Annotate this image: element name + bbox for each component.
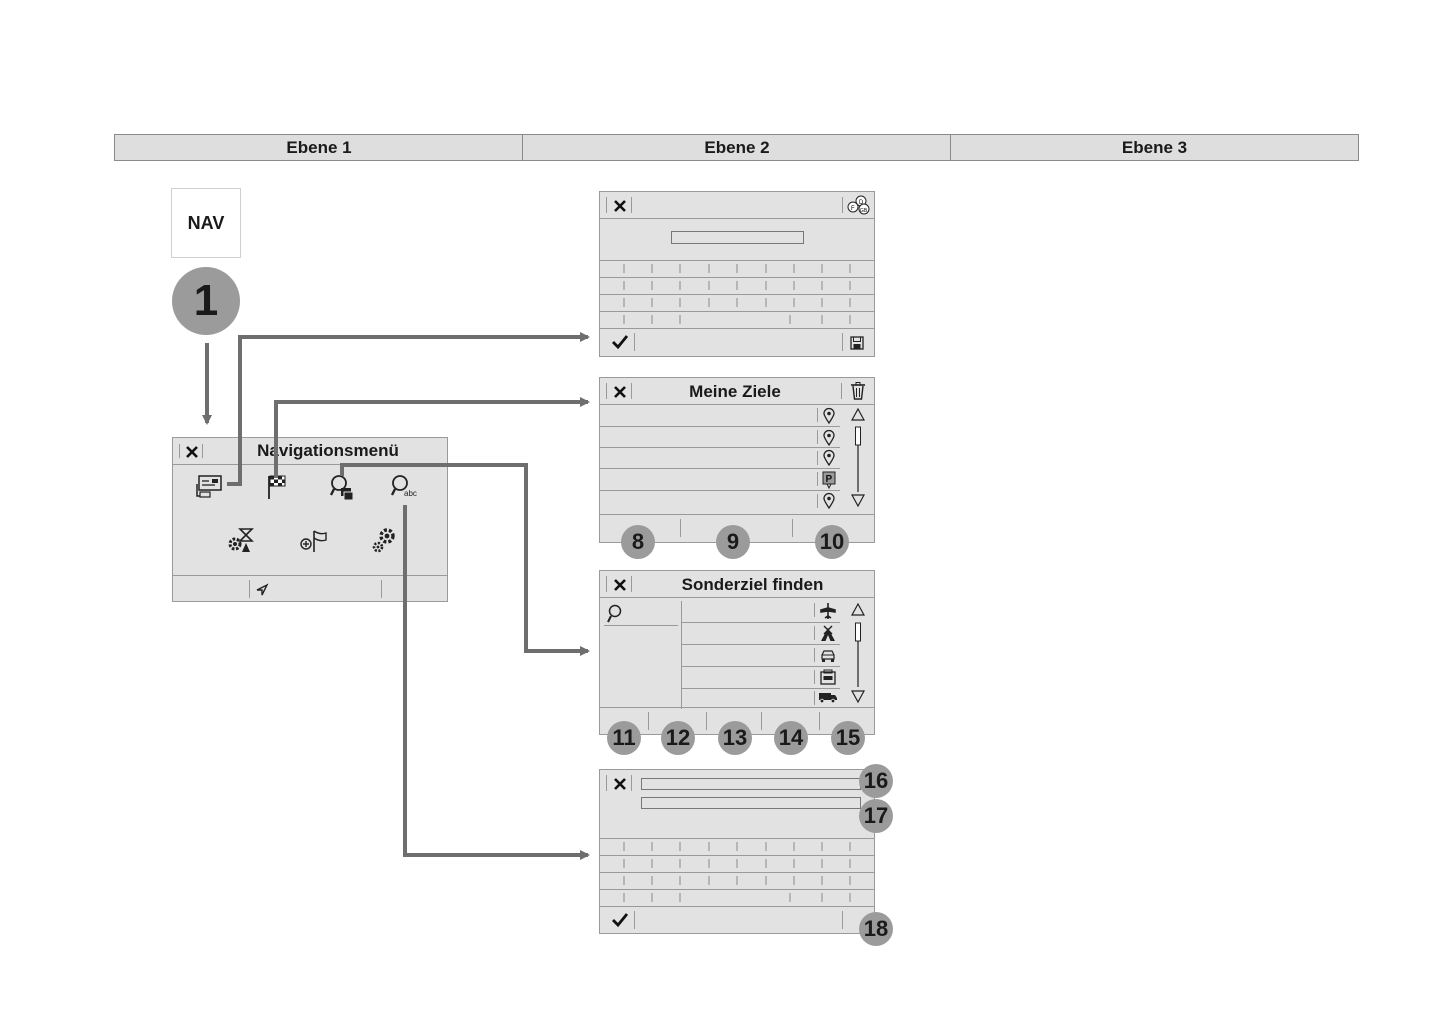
text-search-icon[interactable]: abc <box>390 474 419 500</box>
hotel-icon[interactable] <box>819 669 837 685</box>
close-icon[interactable] <box>186 446 198 458</box>
badge-13: 13 <box>718 721 752 755</box>
step-badge-1: 1 <box>172 267 240 335</box>
svg-text:P: P <box>826 474 833 485</box>
scrollbar[interactable] <box>850 407 866 510</box>
search-result-field[interactable] <box>641 797 861 809</box>
close-icon[interactable] <box>614 386 626 398</box>
badge-9: 9 <box>716 525 750 559</box>
poi-search-icon[interactable] <box>329 474 356 502</box>
address-input-field[interactable] <box>671 231 804 244</box>
poi-search-title: Sonderziel finden <box>681 575 824 594</box>
location-pin-icon[interactable] <box>823 492 835 510</box>
svg-text:F: F <box>851 206 855 212</box>
trash-icon[interactable] <box>850 382 866 400</box>
badge-11: 11 <box>607 721 641 755</box>
poi-search-screen: Sonderziel finden <box>599 570 875 735</box>
arrow-my-destinations <box>274 397 590 478</box>
svg-text:GB: GB <box>860 208 868 214</box>
waypoint-flag-icon[interactable] <box>300 528 330 554</box>
badge-15: 15 <box>831 721 865 755</box>
parking-icon[interactable]: P <box>822 471 836 490</box>
location-pin-icon[interactable] <box>823 407 835 425</box>
truck-icon[interactable] <box>818 691 838 704</box>
close-icon[interactable] <box>614 778 626 790</box>
arrow-text-search <box>403 505 590 860</box>
text-search-screen <box>599 769 875 934</box>
svg-text:abc: abc <box>404 489 417 498</box>
nav-button[interactable]: NAV <box>171 188 241 258</box>
arrow-poi-search <box>340 463 590 656</box>
location-pin-icon[interactable] <box>823 429 835 447</box>
keyboard-keys[interactable] <box>600 770 874 934</box>
car-icon[interactable] <box>819 649 837 663</box>
badge-10: 10 <box>815 525 849 559</box>
my-destinations-screen: Meine Ziele P <box>599 377 875 543</box>
airport-icon[interactable] <box>819 602 837 620</box>
map-direction-icon[interactable] <box>256 583 269 596</box>
close-icon[interactable] <box>614 200 626 212</box>
keyboard-keys[interactable] <box>600 192 874 356</box>
column-header-level-3: Ebene 3 <box>950 134 1359 161</box>
language-selector-icon[interactable]: FD GB <box>846 195 872 215</box>
navigation-menu-title: Navigationsmenü <box>257 441 399 460</box>
badge-14: 14 <box>774 721 808 755</box>
route-options-icon[interactable] <box>225 526 255 554</box>
confirm-check-icon[interactable] <box>612 335 629 350</box>
scrollbar[interactable] <box>850 602 866 705</box>
column-header-level-1: Ebene 1 <box>114 134 524 161</box>
location-pin-icon[interactable] <box>823 449 835 467</box>
address-entry-icon[interactable] <box>195 474 223 500</box>
badge-12: 12 <box>661 721 695 755</box>
search-icon[interactable] <box>606 604 622 624</box>
badge-17: 17 <box>859 799 893 833</box>
svg-text:D: D <box>859 200 864 206</box>
camping-icon[interactable] <box>819 625 837 643</box>
save-icon[interactable] <box>850 336 864 350</box>
my-destinations-title: Meine Ziele <box>689 382 781 401</box>
confirm-check-icon[interactable] <box>612 913 629 928</box>
close-icon[interactable] <box>614 579 626 591</box>
badge-16: 16 <box>859 764 893 798</box>
arrow-address-entry <box>227 332 590 486</box>
badge-8: 8 <box>621 525 655 559</box>
badge-18: 18 <box>859 912 893 946</box>
column-header-level-2: Ebene 2 <box>522 134 952 161</box>
settings-icon[interactable] <box>371 526 399 554</box>
